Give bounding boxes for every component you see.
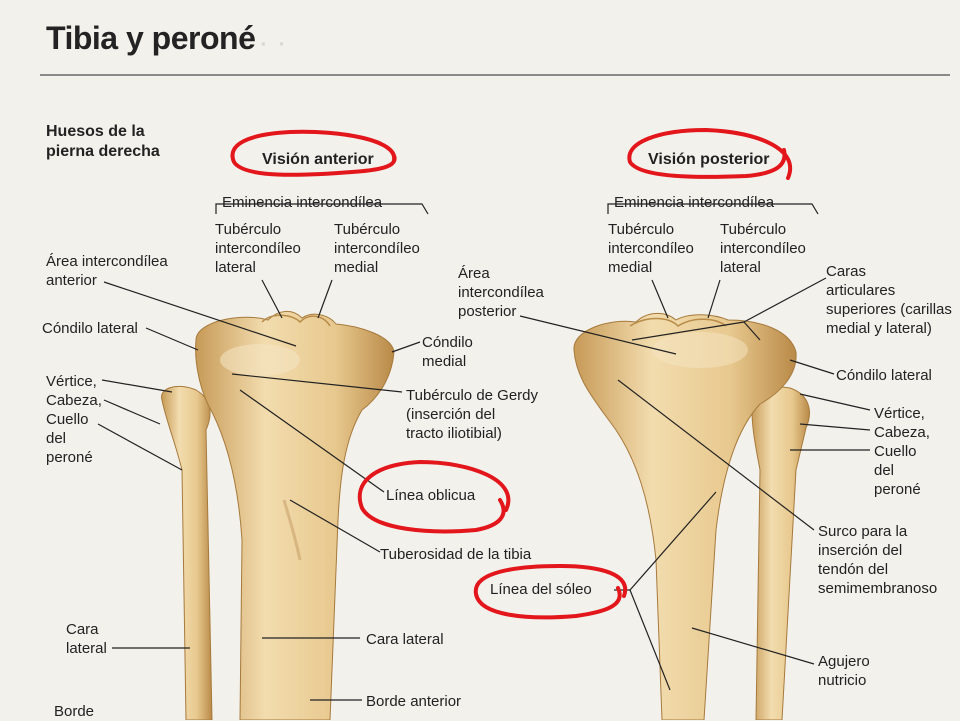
label-tuberculo-gerdy: Tubérculo de Gerdy (inserción del tracto… [406,387,539,442]
label-agujero-nutricio: Agujero nutricio [818,653,870,689]
label-condilo-lateral-posterior: Cóndilo lateral [836,367,932,384]
view-posterior-label: Visión posterior [648,151,770,168]
leaders-anterior [97,203,429,701]
label-tuberculo-medial-posterior: Tubérculo intercondíleo medial [608,221,694,276]
fibula-posterior [750,386,810,720]
label-tuberculo-medial-anterior: Tubérculo intercondíleo medial [334,221,420,276]
label-cara-lateral-peroné: Cara lateral [66,621,107,657]
label-linea-oblicua: Línea oblicua [386,487,476,504]
view-anterior-label: Visión anterior [262,151,374,168]
label-linea-soleo: Línea del sóleo [490,581,592,598]
fibula-anterior [161,385,213,720]
label-borde-anterior: Borde anterior [366,693,462,710]
label-caras-articulares: Caras articulares superiores (carillas m… [826,263,952,337]
label-vertice-cabeza-cuello-anterior: Vértice, Cabeza, Cuello del peroné [46,373,102,466]
label-condilo-medial: Cóndilo medial [422,334,473,370]
label-borde: Borde [54,703,95,720]
annotation-circle-posterior [627,128,792,180]
label-tuberosidad-tibia: Tuberosidad de la tibia [380,546,532,563]
page-title: Tibia y peroné [46,20,256,56]
label-eminencia-anterior: Eminencia intercondílea [222,194,383,211]
label-condilo-lateral-anterior: Cóndilo lateral [42,320,138,337]
label-eminencia-posterior: Eminencia intercondílea [614,194,775,211]
title-rule [40,74,950,76]
label-vertice-cabeza-cuello-posterior: Vértice, Cabeza, Cuello del peroné [874,405,930,498]
label-area-intercondilea-anterior: Área intercondílea anterior [46,253,168,289]
label-cara-lateral: Cara lateral [366,631,444,648]
leaders-posterior [519,203,871,691]
label-area-intercondilea-posterior: Área intercondílea posterior [458,265,544,320]
tibia-posterior [573,313,797,720]
annotation-circle-linea-oblicua [357,460,511,534]
bleed-through-text: · · · [240,26,287,59]
tibia-anterior [195,311,395,720]
annotation-circle-linea-soleo [473,564,628,620]
annotation-circle-anterior [230,129,397,177]
label-tuberculo-lateral-anterior: Tubérculo intercondíleo lateral [215,221,301,276]
label-surco-semimembranoso: Surco para la inserción del tendón del s… [818,523,938,597]
label-tuberculo-lateral-posterior: Tubérculo intercondíleo lateral [720,221,806,276]
section-title: Huesos de la pierna derecha [46,123,160,160]
